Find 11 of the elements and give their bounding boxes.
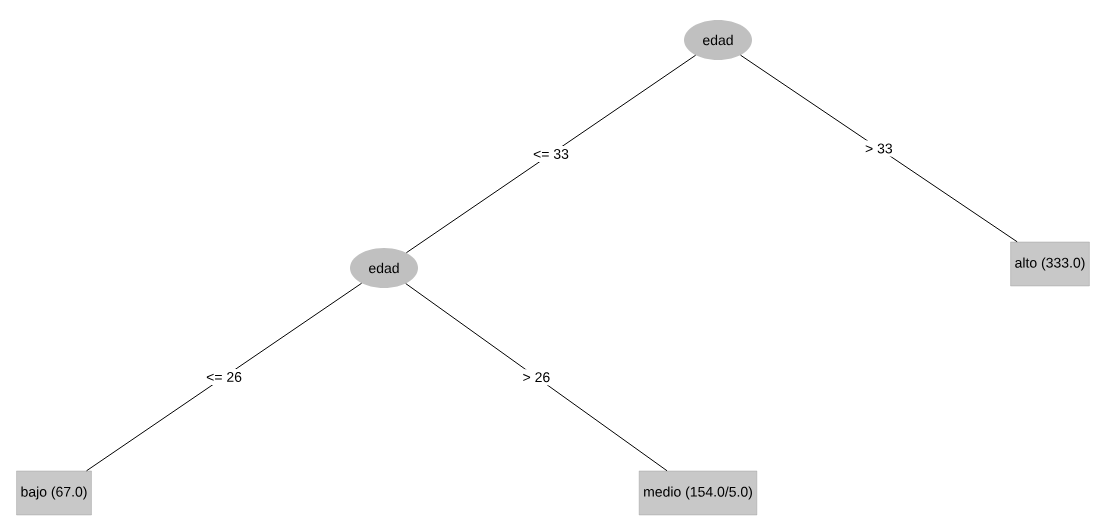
edge-label: > 26 [519, 369, 554, 386]
branch-line [86, 282, 363, 472]
leaf-box: medio (154.0/5.0) [638, 470, 758, 516]
leaf-box: alto (333.0) [1010, 241, 1090, 287]
edge-label: <= 33 [530, 146, 572, 162]
leaf-box: bajo (67.0) [16, 470, 92, 516]
branch-line [405, 283, 668, 472]
branch-line [405, 54, 697, 254]
edge-label: > 33 [862, 140, 896, 157]
branch-line [740, 54, 1018, 243]
edge-label: <= 26 [203, 369, 245, 385]
